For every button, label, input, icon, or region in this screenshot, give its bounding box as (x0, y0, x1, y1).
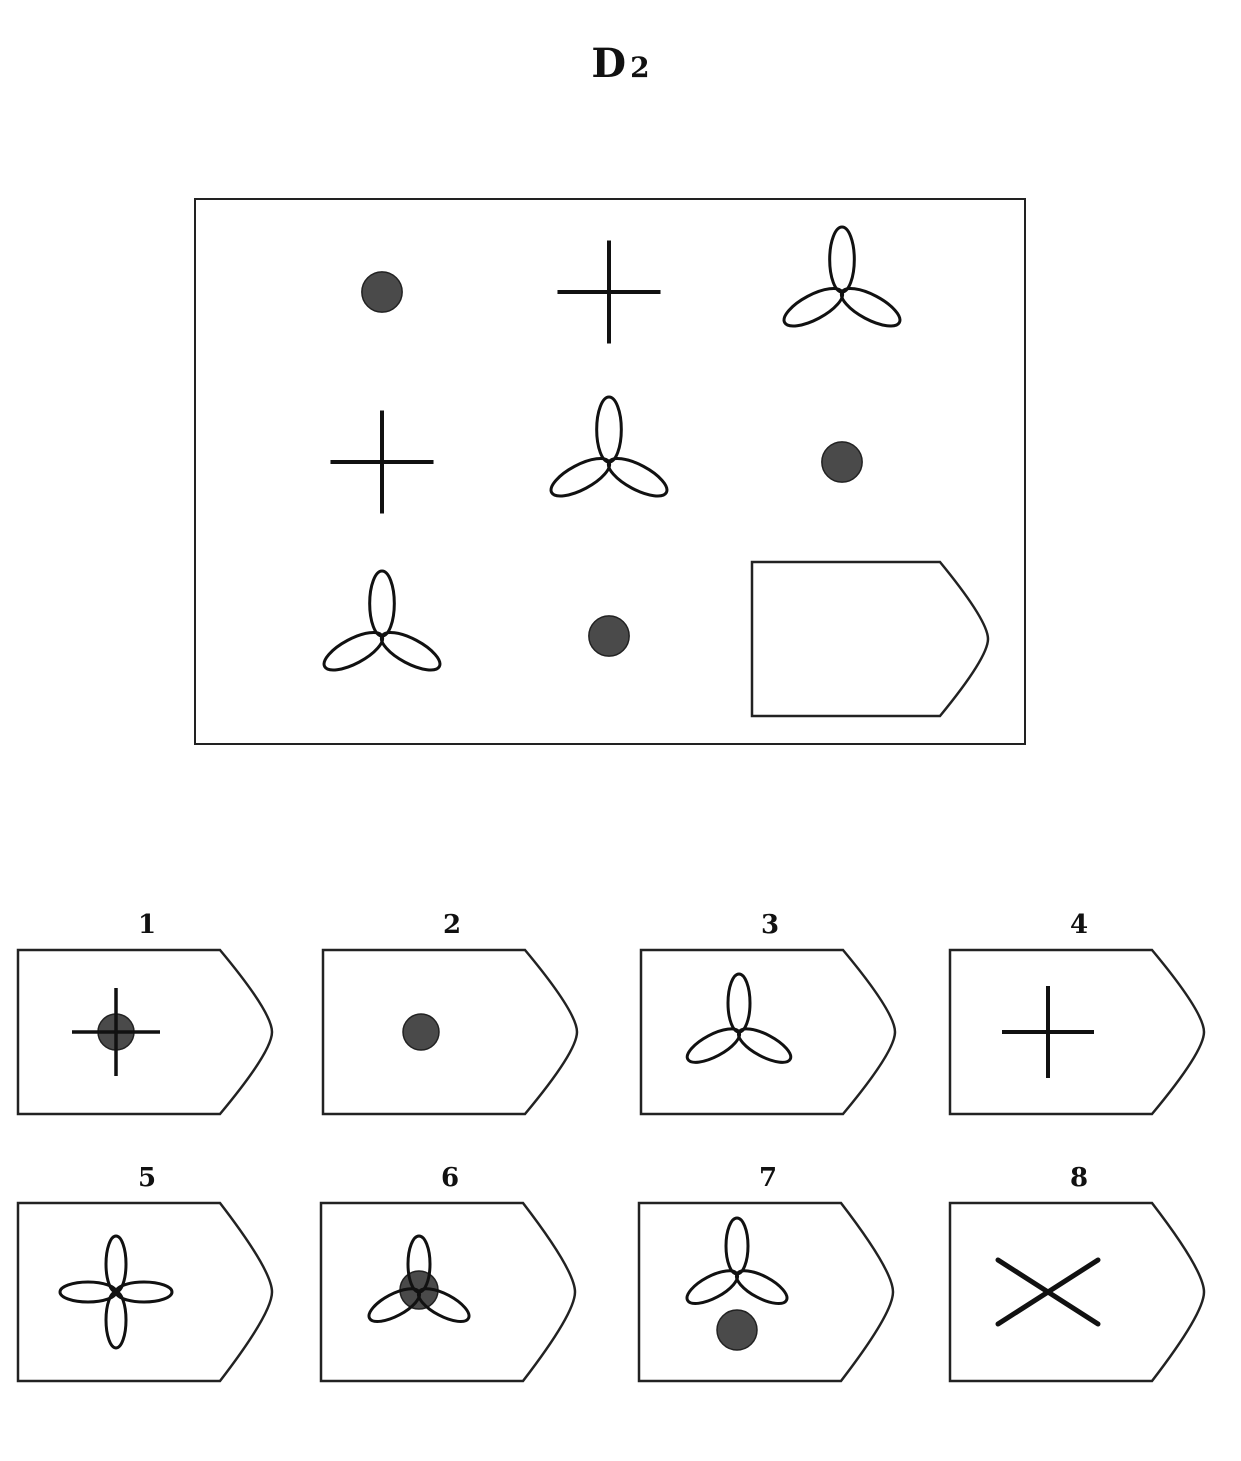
option-card[interactable] (321, 948, 583, 1120)
option-number: 3 (760, 910, 780, 940)
cross-icon (330, 410, 434, 514)
x-mark-icon (995, 1257, 1101, 1327)
tag-outline (639, 948, 897, 1116)
petal-shape (379, 631, 442, 672)
option-number: 8 (1069, 1163, 1089, 1193)
option-number: 2 (442, 910, 462, 940)
option-card[interactable] (319, 1201, 581, 1387)
tag-outline (16, 1201, 274, 1383)
dot-shape (361, 271, 403, 313)
trefoil-icon (322, 569, 442, 672)
petal-shape (782, 287, 845, 328)
puzzle-matrix (194, 198, 1026, 745)
tag-outline (750, 560, 990, 718)
trefoil-with-dot-below-icon (685, 1216, 789, 1351)
x-stroke (995, 1257, 1101, 1327)
option-card[interactable] (948, 948, 1210, 1120)
option-card[interactable] (948, 1201, 1210, 1387)
tag-outline (948, 1201, 1206, 1383)
petal-shape (839, 287, 902, 328)
petal-shape (685, 1027, 742, 1064)
title-number: 2 (630, 51, 650, 84)
trefoil-icon (549, 395, 669, 498)
petal-shape (58, 1280, 118, 1304)
petal-shape (368, 569, 396, 638)
petal-shape (322, 631, 385, 672)
petal-shape (595, 395, 623, 464)
cross-icon (1002, 986, 1094, 1078)
dot-icon (402, 1013, 440, 1051)
dot-shape (821, 441, 863, 483)
option-number: 6 (440, 1163, 460, 1193)
option-card[interactable] (637, 1201, 899, 1387)
option-number: 1 (137, 910, 157, 940)
dot-icon (588, 615, 630, 657)
four-petal-flower-icon (58, 1234, 174, 1350)
title-letter: D (591, 40, 627, 87)
trefoil-over-dot-icon (367, 1234, 471, 1323)
dot-icon (361, 271, 403, 313)
option-number: 5 (137, 1163, 157, 1193)
dot-shape (716, 1309, 758, 1351)
trefoil-icon (685, 972, 793, 1064)
tag-outline (319, 1201, 577, 1383)
tag-outline (321, 948, 579, 1116)
dot-shape (402, 1013, 440, 1051)
petal-shape (828, 225, 856, 294)
empty-answer-slot (750, 560, 990, 718)
petal-shape (606, 457, 669, 498)
trefoil-icon (782, 225, 902, 328)
matrix-figures (322, 225, 990, 718)
cross-icon (557, 240, 661, 344)
option-card[interactable] (639, 948, 901, 1120)
option-card[interactable] (16, 1201, 278, 1387)
option-card[interactable] (16, 948, 278, 1120)
option-number: 7 (758, 1163, 778, 1193)
tag-outline (637, 1201, 895, 1383)
dot-icon (821, 441, 863, 483)
petal-shape (367, 1287, 422, 1323)
dot-shape (588, 615, 630, 657)
option-number: 4 (1069, 910, 1089, 940)
petal-shape (549, 457, 612, 498)
petal-shape (685, 1269, 740, 1305)
cross-over-dot-icon (72, 988, 160, 1076)
